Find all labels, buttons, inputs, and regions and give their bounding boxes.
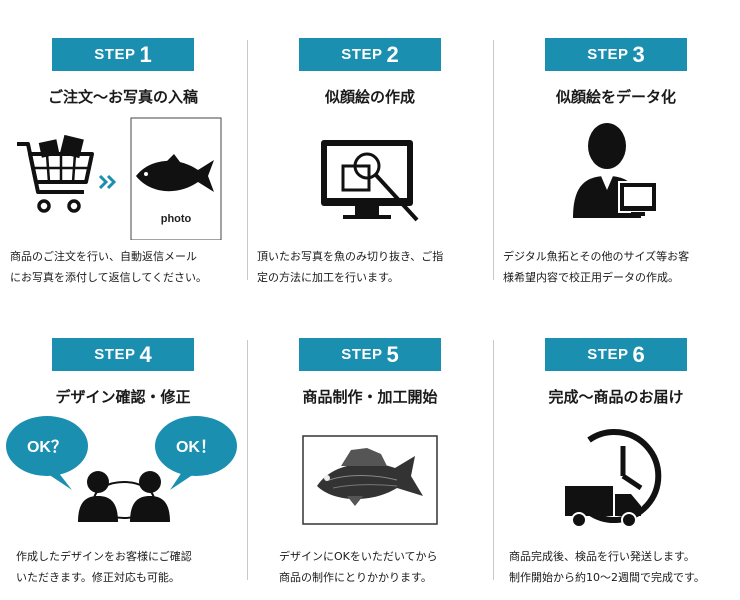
step-title: 商品制作・加工開始	[302, 388, 438, 406]
step-2: STEP 2 似顔絵の作成 頂いたお写真を魚のみ切り抜き、ご指 定の方法に加工を…	[247, 0, 493, 300]
people-icon	[78, 471, 170, 522]
step-description: デザインにOKをいただいてから 商品の制作にとりかかります。	[279, 546, 515, 588]
step-label: STEP	[341, 346, 383, 363]
step-description: デジタル魚拓とその他のサイズ等お客 様希望内容で校正用データの作成。	[503, 246, 739, 288]
description-line: 商品のご注文を行い、自動返信メール	[10, 250, 197, 263]
fish-print-icon	[317, 448, 423, 506]
double-chevron-right-icon	[98, 174, 117, 190]
delivery-clock-icon	[565, 429, 662, 528]
step-number: 2	[386, 41, 399, 67]
speech-bubble-right: OK！	[155, 416, 237, 490]
step-label: STEP	[587, 346, 629, 363]
step-title: 似顔絵の作成	[324, 88, 415, 106]
monitor-edit-icon	[321, 140, 419, 222]
divider	[493, 340, 494, 580]
description-line: 定の方法に加工を行います。	[257, 271, 399, 284]
step-number: 3	[632, 41, 645, 67]
divider	[247, 40, 248, 280]
step-description: 頂いたお写真を魚のみ切り抜き、ご指 定の方法に加工を行います。	[257, 246, 493, 288]
shopping-cart-icon	[17, 134, 94, 213]
description-line: 様希望内容で校正用データの作成。	[503, 271, 679, 284]
step-4: STEP 4 デザイン確認・修正 OK？ OK！	[0, 300, 246, 600]
step-5: STEP 5 商品制作・加工開始 デザインにOKをいただいてから 商品の制作にと…	[247, 300, 493, 600]
description-line: いただきます。修正対応も可能。	[16, 571, 180, 584]
fish-print-illustration	[302, 435, 438, 525]
description-line: デザインにOKをいただいてから	[279, 550, 438, 563]
step-label: STEP	[341, 46, 383, 63]
step-label: STEP	[94, 346, 136, 363]
step-description: 作成したデザインをお客様にご確認 いただきます。修正対応も可能。	[16, 546, 252, 588]
step-badge: STEP 2	[299, 38, 441, 71]
step-badge: STEP 1	[52, 38, 194, 71]
description-line: 作成したデザインをお客様にご確認	[16, 550, 192, 563]
description-line: にお写真を添付して返信してください。	[10, 271, 208, 284]
speech-bubble-left: OK？	[6, 416, 88, 490]
step-title: ご注文～お写真の入稿	[47, 88, 198, 106]
bubble-text: OK！	[176, 439, 216, 456]
step-label: STEP	[587, 46, 629, 63]
step-3: STEP 3 似顔絵をデータ化 デジタル魚拓とその他のサイズ等お客 様希望内容で…	[493, 0, 739, 300]
step-description: 商品完成後、検品を行い発送します。 制作開始から約10～2週間で完成です。	[509, 546, 740, 588]
bubble-text: OK？	[27, 439, 67, 456]
step-description: 商品のご注文を行い、自動返信メール にお写真を添付して返信してください。	[10, 246, 246, 288]
divider	[247, 340, 248, 580]
step-badge: STEP 4	[52, 338, 194, 371]
step-badge: STEP 6	[545, 338, 687, 371]
step-number: 6	[632, 341, 645, 367]
step-6: STEP 6 完成～商品のお届け 商品完成後、検品を行い発送します。 制作開始か…	[493, 300, 739, 600]
order-illustration: photo	[17, 117, 222, 240]
step-number: 1	[139, 41, 152, 67]
fish-icon	[136, 154, 214, 192]
step-badge: STEP 3	[545, 38, 687, 71]
description-line: 商品の制作にとりかかります。	[279, 571, 432, 584]
step-1: STEP 1 ご注文～お写真の入稿	[0, 0, 246, 300]
step-title: 完成～商品のお届け	[548, 388, 684, 406]
step-number: 5	[386, 341, 399, 367]
confirmation-illustration: OK？ OK！	[6, 416, 237, 522]
description-line: デジタル魚拓とその他のサイズ等お客	[503, 250, 690, 263]
description-line: 頂いたお写真を魚のみ切り抜き、ご指	[257, 250, 444, 263]
step-number: 4	[139, 341, 152, 367]
step-title: 似顔絵をデータ化	[555, 88, 676, 106]
description-line: 商品完成後、検品を行い発送します。	[509, 550, 695, 563]
divider	[493, 40, 494, 280]
description-line: 制作開始から約10～2週間で完成です。	[509, 571, 705, 584]
photo-label: photo	[161, 213, 192, 225]
user-computer-icon	[573, 123, 658, 218]
step-title: デザイン確認・修正	[55, 388, 191, 406]
step-badge: STEP 5	[299, 338, 441, 371]
step-label: STEP	[94, 46, 136, 63]
